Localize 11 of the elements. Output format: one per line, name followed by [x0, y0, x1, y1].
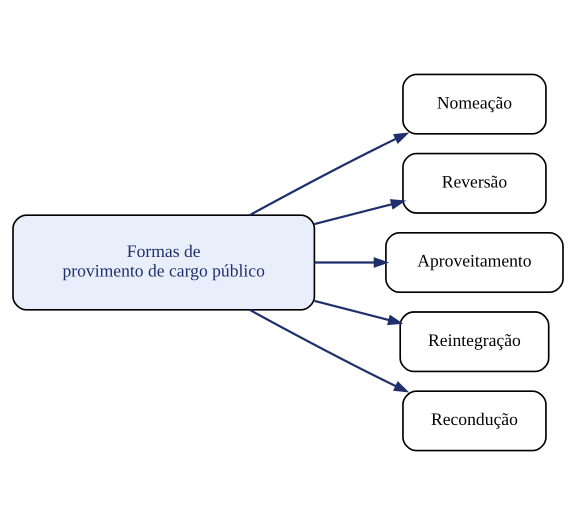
- node-box: Reintegração: [399, 311, 550, 372]
- arrow: [249, 308, 410, 393]
- node-box: Formas de provimento de cargo público: [12, 214, 316, 311]
- arrow: [249, 132, 410, 216]
- arrow: [314, 199, 406, 226]
- node-box: Nomeação: [402, 74, 547, 135]
- node-box: Recondução: [402, 390, 547, 452]
- arrow: [314, 257, 390, 268]
- arrow: [314, 300, 404, 326]
- node-box: Aproveitamento: [385, 232, 564, 294]
- node-box: Reversão: [402, 152, 547, 214]
